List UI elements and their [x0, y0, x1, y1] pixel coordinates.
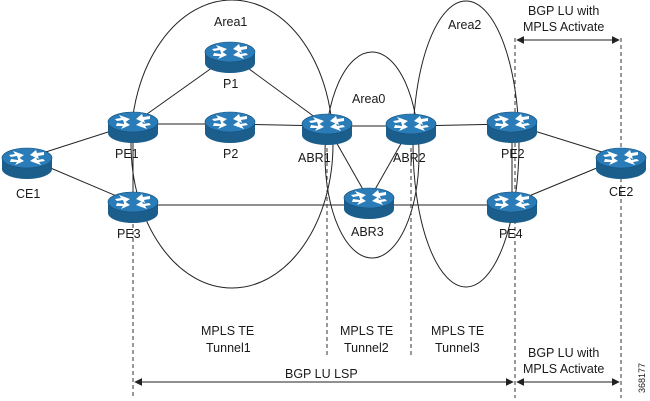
label-ce2: CE2: [609, 185, 633, 199]
label-ce1: CE1: [16, 187, 40, 201]
router-icon-abr3: [343, 187, 395, 219]
router-icon-p1: [204, 41, 256, 73]
router-icon-pe1: [107, 111, 159, 143]
tunnel1-line2: Tunnel1: [206, 341, 251, 355]
label-pe4: PE4: [499, 227, 523, 241]
label-abr1: ABR1: [298, 151, 331, 165]
area-labels: Area1 Area0 Area2: [214, 15, 481, 106]
bgp-top-line1: BGP LU with: [528, 4, 599, 18]
routers: [1, 41, 647, 223]
figure-id: 368177: [637, 363, 647, 393]
router-icon-abr2: [385, 113, 437, 145]
label-area2: Area2: [448, 18, 481, 32]
label-pe1: PE1: [115, 147, 139, 161]
bgp-top-line2: MPLS Activate: [523, 20, 604, 34]
node-labels: CE1 PE1 PE3 P1 P2 ABR1 ABR2 ABR3 PE2 PE4…: [16, 77, 633, 241]
area2-outline: [412, 0, 520, 288]
label-area0: Area0: [352, 92, 385, 106]
label-pe3: PE3: [117, 227, 141, 241]
label-pe2: PE2: [501, 147, 525, 161]
dashed-guides: [132, 38, 622, 398]
label-abr3: ABR3: [351, 225, 384, 239]
router-icon-ce2: [595, 147, 647, 179]
bgp-labels: BGP LU with MPLS Activate BGP LU with MP…: [285, 4, 604, 381]
tunnel3-line2: Tunnel3: [435, 341, 480, 355]
tunnel1-line1: MPLS TE: [201, 324, 254, 338]
area0-outline: [324, 51, 420, 259]
router-icon-pe4: [486, 191, 538, 223]
label-p1: P1: [223, 77, 238, 91]
label-p2: P2: [223, 147, 238, 161]
router-icon-ce1: [1, 147, 53, 179]
bgp-bottom-line1: BGP LU with: [528, 346, 599, 360]
router-icon-pe2: [486, 111, 538, 143]
tunnel2-line1: MPLS TE: [340, 324, 393, 338]
tunnel2-line2: Tunnel2: [344, 341, 389, 355]
tunnel-labels: MPLS TE Tunnel1 MPLS TE Tunnel2 MPLS TE …: [201, 324, 484, 355]
tunnel3-line1: MPLS TE: [431, 324, 484, 338]
router-icon-pe3: [107, 191, 159, 223]
label-abr2: ABR2: [393, 151, 426, 165]
router-icon-abr1: [301, 113, 353, 145]
bgp-lsp-label: BGP LU LSP: [285, 367, 358, 381]
router-icon-p2: [204, 111, 256, 143]
arrows: [134, 36, 620, 386]
bgp-bottom-line2: MPLS Activate: [523, 362, 604, 376]
label-area1: Area1: [214, 15, 247, 29]
